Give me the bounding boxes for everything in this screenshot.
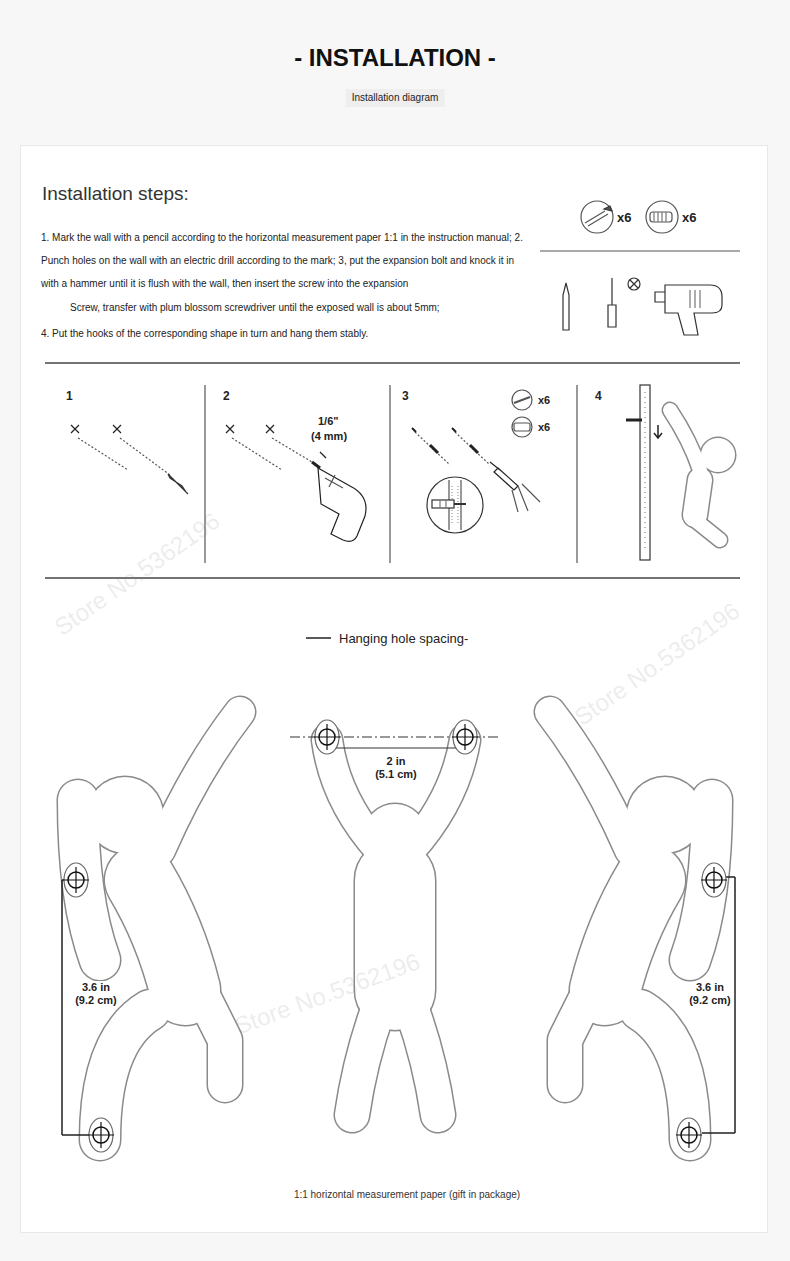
caption: 1:1 horizontal measurement paper (gift i… bbox=[294, 1189, 520, 1201]
hanging-hole bbox=[452, 720, 478, 754]
page-title: - INSTALLATION - bbox=[294, 44, 496, 73]
dimension: 2 in bbox=[387, 755, 406, 768]
step-number: 3 bbox=[402, 389, 409, 403]
step-number: 2 bbox=[223, 389, 230, 403]
hanging-hole bbox=[314, 720, 340, 754]
section-heading: Installation steps: bbox=[42, 183, 189, 206]
hook-figure bbox=[670, 410, 720, 540]
dimension: (5.1 cm) bbox=[375, 768, 417, 781]
dimension: (4 mm) bbox=[311, 430, 347, 443]
hanging-hole bbox=[701, 863, 727, 897]
quantity: x6 bbox=[538, 421, 550, 434]
hook-figure bbox=[78, 712, 240, 1140]
quantity: x6 bbox=[538, 394, 550, 407]
quantity: x6 bbox=[617, 210, 631, 226]
step-text: 4. Put the hooks of the corresponding sh… bbox=[41, 328, 368, 340]
dimension: (9.2 cm) bbox=[75, 994, 117, 1007]
step-text: 1. Mark the wall with a pencil according… bbox=[41, 226, 533, 295]
dimension: 3.6 in bbox=[696, 981, 724, 994]
hook-figure bbox=[327, 740, 465, 1115]
subtitle: Installation diagram bbox=[346, 89, 445, 107]
dimension: 1/6" bbox=[318, 415, 339, 428]
hook-figure bbox=[550, 712, 712, 1140]
hanging-hole bbox=[676, 1118, 702, 1152]
hanging-hole bbox=[63, 863, 89, 897]
dimension: 3.6 in bbox=[82, 981, 110, 994]
step-text: Screw, transfer with plum blossom screwd… bbox=[70, 302, 440, 314]
step-number: 4 bbox=[595, 389, 602, 403]
dimension: (9.2 cm) bbox=[689, 994, 731, 1007]
hanging-hole bbox=[88, 1118, 114, 1152]
step-number: 1 bbox=[66, 389, 73, 403]
quantity: x6 bbox=[682, 210, 696, 226]
section-label: Hanging hole spacing- bbox=[339, 631, 468, 647]
